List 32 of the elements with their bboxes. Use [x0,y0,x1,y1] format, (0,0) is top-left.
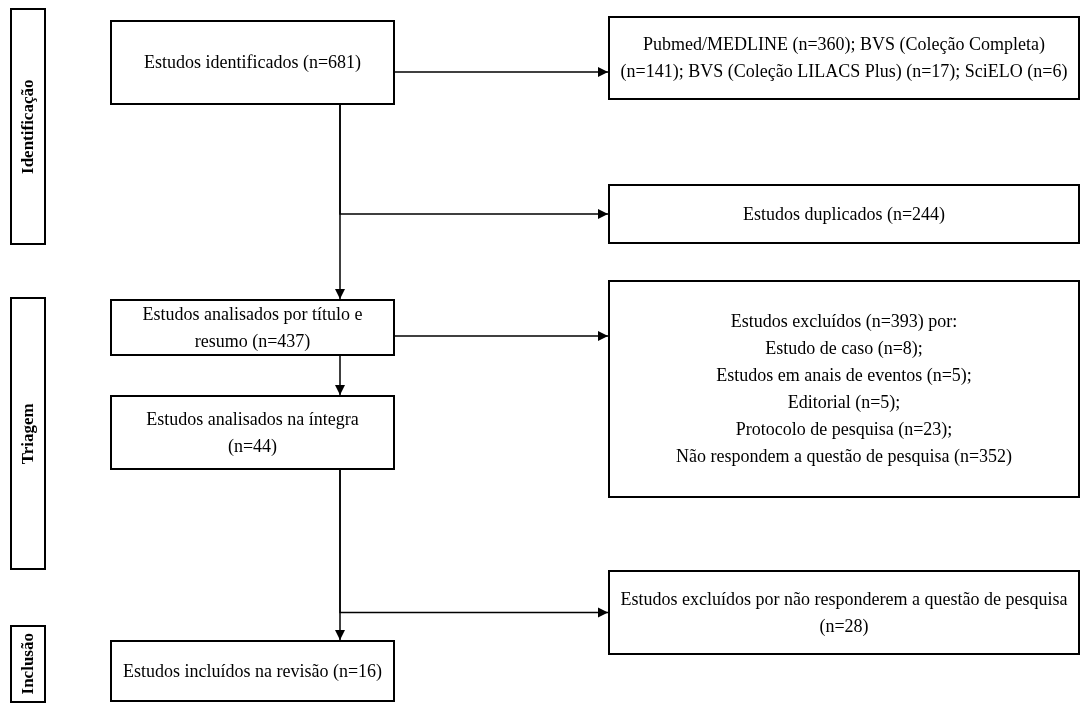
box-text: Estudos identificados (n=681) [143,51,362,74]
process-box [110,395,395,470]
box-text: Estudos em anais de eventos (n=5); [716,364,972,387]
stage-band [10,625,46,703]
box-text: Estudos analisados por título e resumo (n=437) [141,302,364,353]
arrow [334,469,346,641]
process-box [608,280,1080,498]
box-text: Protocolo de pesquisa (n=23); [735,418,953,441]
box-text: Estudos analisados na íntegra (n=44) [145,407,360,458]
stage-label: Triagem [17,402,39,465]
arrow [334,104,346,300]
stage-band [10,8,46,245]
stage-label: Identificação [17,79,39,174]
stage-band [10,297,46,570]
box-text: Estudos excluídos (n=393) por: [730,310,958,333]
arrow [334,355,346,396]
box-text: Estudo de caso (n=8); [765,337,923,360]
arrow [394,66,609,78]
stage-label: Inclusão [17,633,39,695]
process-box [608,570,1080,655]
box-text: Estudos excluídos por não responderem a questão de pesquisa (n=28) [619,587,1069,638]
process-box [608,184,1080,244]
arrow [394,330,609,342]
process-box [110,299,395,356]
process-box [110,20,395,105]
box-text: Pubmed/MEDLINE (n=360); BVS (Coleção Completa) (n=141); BVS (Coleção LILACS Plus) (n=17); SciELO (n=6) [619,33,1069,83]
box-text: Estudos incluídos na revisão (n=16) [122,659,383,683]
box-text: Editorial (n=5); [787,391,901,414]
process-box [608,16,1080,100]
box-text: Não respondem a questão de pesquisa (n=352) [675,445,1013,468]
box-text: Estudos duplicados (n=244) [742,202,946,226]
process-box [110,640,395,702]
